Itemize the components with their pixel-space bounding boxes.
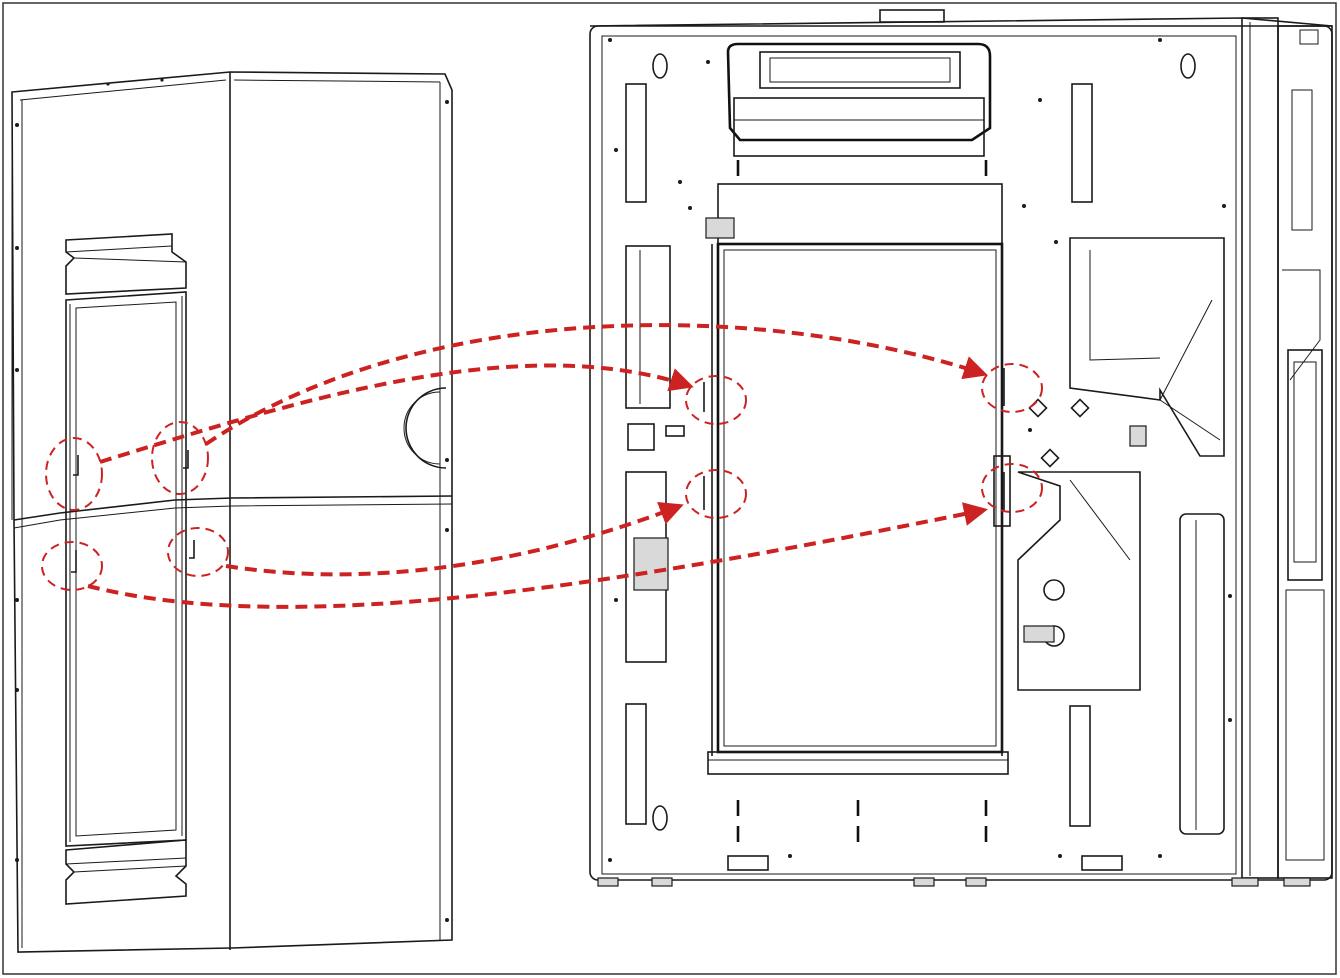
door-lower-right-hinge xyxy=(167,527,229,577)
cabinet-right-upper-slot xyxy=(981,363,1043,413)
connection-annotations xyxy=(41,323,1043,609)
cabinet-slots xyxy=(703,368,1005,512)
door-upper-left-hinge xyxy=(45,437,103,511)
arrow-upper-right xyxy=(204,323,988,446)
cut-marks xyxy=(736,160,988,842)
arrow-lower-left xyxy=(87,502,988,609)
cabinet-assembly xyxy=(589,9,1333,887)
edge-holes xyxy=(15,78,449,922)
cabinet-right-lower-slot xyxy=(981,463,1043,513)
door-assembly xyxy=(11,71,453,953)
door-hinges xyxy=(71,450,195,573)
door-upper-right-hinge xyxy=(151,421,209,495)
door-lower-left-hinge xyxy=(41,541,103,591)
cabinet-left-upper-slot xyxy=(685,375,747,425)
mounting-holes xyxy=(608,38,1232,862)
arrow-lower-right xyxy=(225,501,684,577)
cabinet-left-lower-slot xyxy=(685,469,747,519)
cabinet-feet xyxy=(597,855,1311,887)
